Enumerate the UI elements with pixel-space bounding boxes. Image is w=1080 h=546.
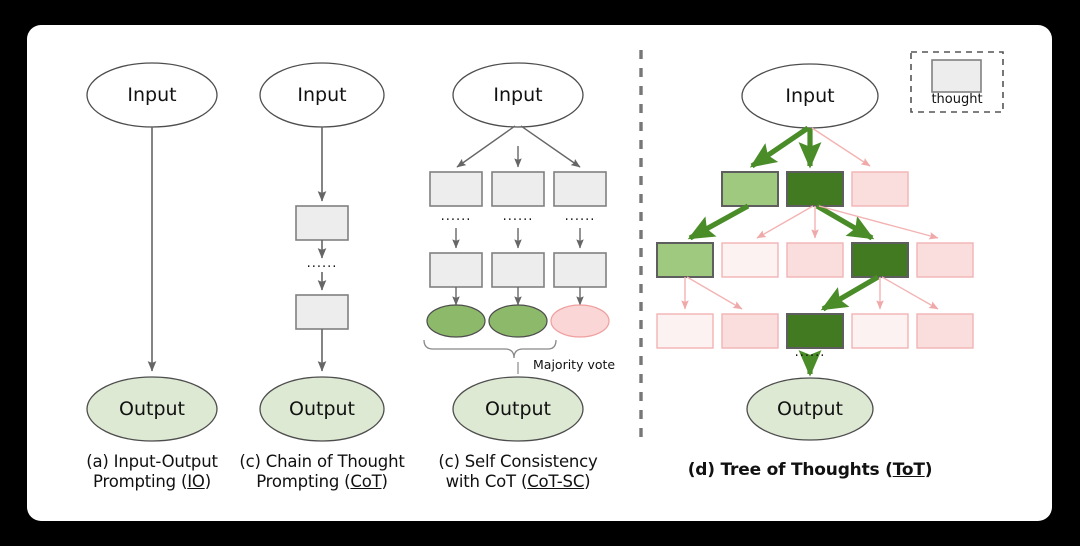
cotsc-thought-box-2-1 [491,171,545,207]
caption-io: (a) Input-Output Prompting (IO) [72,452,232,492]
cotsc-thought-box-3-1 [553,171,607,207]
caption-cotsc: (c) Self Consistency with CoT (CoT-SC) [428,452,608,492]
tot-input-label: Input [785,85,835,107]
cotsc-input-ellipse [452,62,584,128]
caption-io-line2-post: ) [204,472,211,491]
caption-cot: (c) Chain of Thought Prompting (CoT) [233,452,411,492]
tot-node-2-3 [786,242,844,278]
cotsc-dots-1: ...... [440,209,472,224]
tot-node-2-1 [656,242,714,278]
caption-cotsc-line2-pre: with CoT ( [445,472,528,491]
tot-edge-12-24 [815,203,875,241]
caption-tot-pre: (d) Tree of Thoughts ( [687,460,893,480]
tot-edge-root-1 [749,125,810,169]
tot-node-3-4 [851,313,909,349]
cotsc-result-invalid-3 [550,304,610,338]
caption-cot-abbr: CoT [350,472,382,491]
cotsc-thought-box-1-2 [429,252,483,288]
thought-swatch [931,59,982,93]
tot-node-3-5 [916,313,974,349]
cotsc-thought-box-1-1 [429,171,483,207]
caption-cotsc-line1: (c) Self Consistency [438,452,598,471]
caption-tot-post: ) [924,460,933,480]
caption-io-abbr: IO [187,472,205,491]
tot-output-label: Output [777,398,843,420]
io-input-label: Input [127,84,177,106]
cotsc-input-label: Input [493,84,543,106]
tot-edge-24-35 [881,276,939,310]
caption-cot-line2-post: ) [381,472,388,491]
tot-edge-21-32 [686,276,743,310]
tot-edge-12-22 [756,205,814,239]
cotsc-output-ellipse [452,376,584,442]
cotsc-dots-3: ...... [564,209,596,224]
tot-node-2-4 [851,242,909,278]
tot-node-2-2 [721,242,779,278]
cotsc-thought-box-2-2 [491,252,545,288]
caption-io-line1: (a) Input-Output [86,452,218,471]
cotsc-output-label: Output [485,398,551,420]
cotsc-thought-box-3-2 [553,252,607,288]
cot-thought-box-2 [295,294,349,330]
io-output-label: Output [119,398,185,420]
majority-vote-label: Majority vote [533,357,616,372]
cotsc-result-valid-2 [488,304,548,338]
tot-node-1-3 [851,171,909,207]
tot-edge-root-3 [811,127,871,167]
tot-output-ellipse [746,377,874,441]
tot-node-2-5 [916,242,974,278]
caption-cot-line1: (c) Chain of Thought [239,452,405,471]
cotsc-arrow-branch-left [456,125,516,168]
cotsc-arrow-branch-right [520,125,581,168]
io-output-ellipse [86,376,218,442]
tot-edge-12-25 [818,205,939,240]
cot-input-label: Input [297,84,347,106]
tot-node-1-1 [721,171,779,207]
caption-cot-line2-pre: Prompting ( [256,472,351,491]
tot-node-3-1 [656,313,714,349]
legend-label: thought [931,92,983,107]
cotsc-result-valid-1 [426,304,486,338]
tot-node-3-2 [721,313,779,349]
majority-vote-brace [423,339,557,359]
tot-node-1-2 [786,171,844,207]
tot-node-3-3 [786,313,844,349]
cot-output-ellipse [259,376,385,442]
cotsc-dots-2: ...... [502,209,534,224]
caption-tot-abbr: ToT [892,460,925,480]
tot-dots: ...... [794,345,826,360]
cot-thought-box-1 [295,205,349,241]
caption-tot: (d) Tree of Thoughts (ToT) [670,460,950,480]
tot-edge-24-33 [820,274,880,312]
cot-dots: ...... [306,256,338,271]
caption-cotsc-abbr: CoT-SC [527,472,585,491]
tot-edge-11-21 [687,203,750,241]
cot-output-label: Output [289,398,355,420]
caption-cotsc-line2-post: ) [584,472,591,491]
caption-io-line2-pre: Prompting ( [93,472,188,491]
